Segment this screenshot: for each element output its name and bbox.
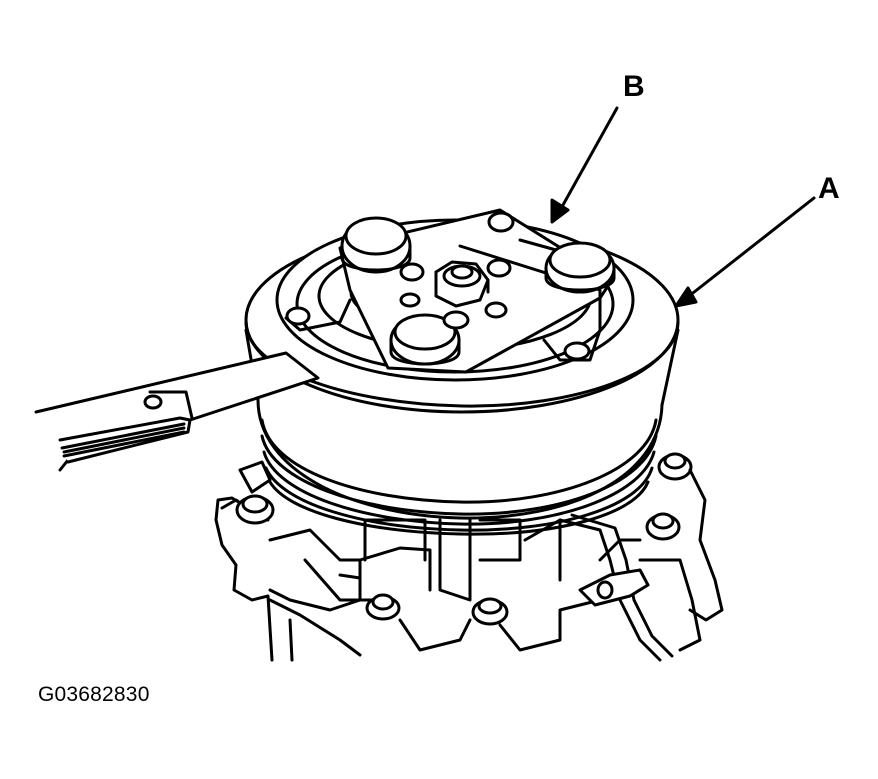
- callout-leader-a: [674, 196, 816, 308]
- compressor-body: [214, 452, 724, 662]
- callout-label-b: B: [623, 70, 645, 103]
- callout-label-a: A: [818, 172, 840, 205]
- holder-handle: [34, 351, 320, 472]
- clutch-holder-tool: [284, 208, 616, 374]
- callout-leader-b: [550, 106, 619, 224]
- figure-id: G03682830: [38, 683, 150, 706]
